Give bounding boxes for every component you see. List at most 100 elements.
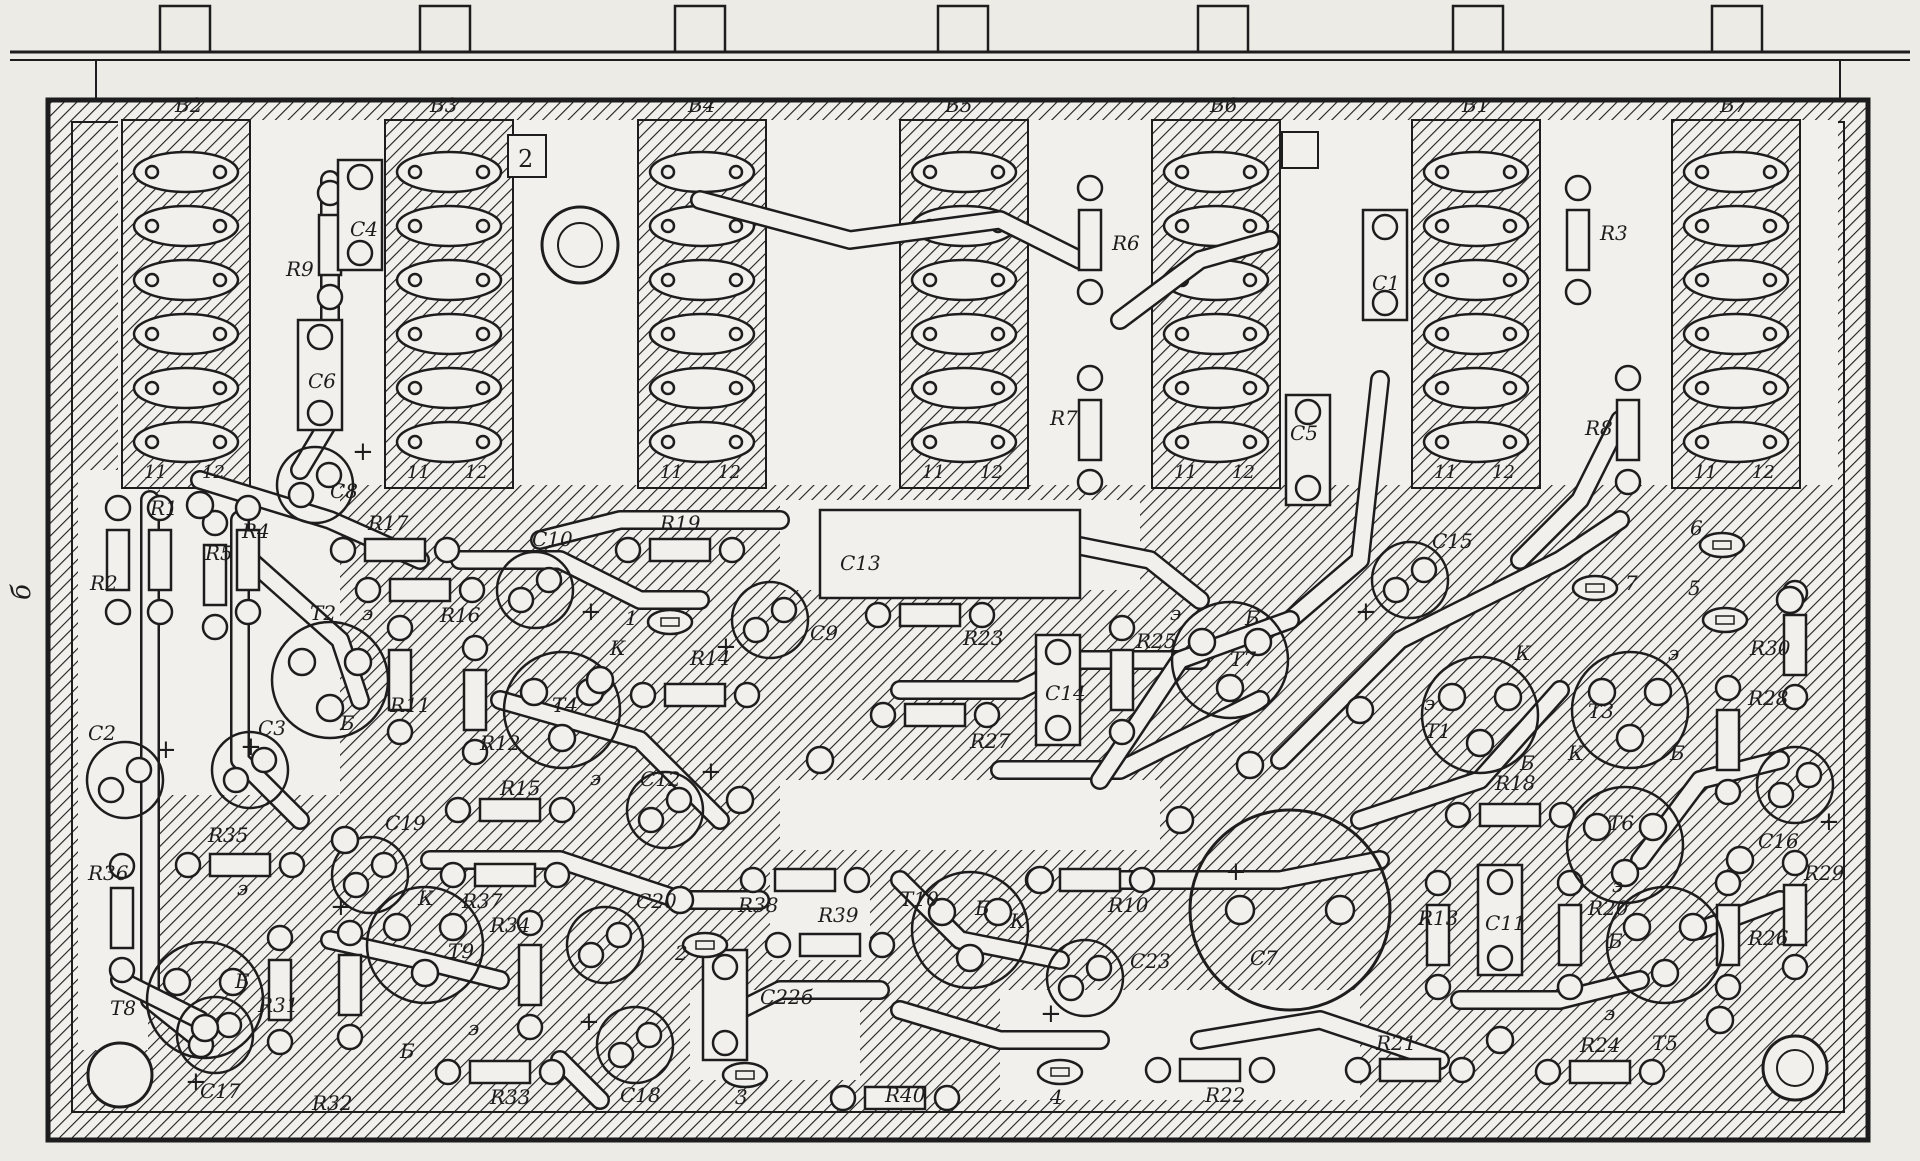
resistor-pad — [869, 701, 897, 729]
trace-fill-5 — [532, 512, 788, 548]
capacitor-pad — [1371, 289, 1399, 317]
pad-hole — [1242, 434, 1258, 450]
pin-mark-7: К — [1567, 741, 1584, 765]
capacitor-pad — [370, 851, 398, 879]
pin-mark-18: э — [468, 1016, 479, 1040]
resistor-r16 — [354, 576, 486, 604]
capacitor-label-c20: C20 — [636, 889, 677, 913]
pin-mark-6: Б — [1519, 751, 1535, 775]
terminal-slot-t7 — [1585, 583, 1605, 593]
resistor-r2 — [104, 494, 132, 626]
pin-mark-17: Б — [234, 969, 250, 993]
capacitor-c22б — [701, 948, 749, 1062]
capacitor-outline — [1188, 808, 1392, 1012]
capacitor-c18 — [595, 1005, 675, 1085]
pin-mark-27: + — [155, 735, 177, 765]
contact-pair-pad — [910, 258, 1018, 302]
pad-hole — [1694, 218, 1710, 234]
resistor-pad — [316, 283, 344, 311]
pad-hole — [728, 434, 744, 450]
capacitor-c9 — [730, 580, 810, 660]
resistor-pad — [1614, 364, 1642, 392]
trace-fill-23 — [1512, 412, 1628, 568]
contact-pair-pad — [1422, 204, 1530, 248]
pad-hole — [990, 272, 1006, 288]
resistor-body — [1109, 648, 1135, 712]
capacitor-pad — [306, 323, 334, 351]
terminal-label-t2: 2 — [674, 941, 688, 965]
resistor-r5 — [201, 509, 229, 641]
transistor-label-t9: T9 — [448, 939, 474, 963]
pad-hole — [1174, 326, 1190, 342]
pad-hole — [407, 272, 423, 288]
pad-hole — [728, 164, 744, 180]
sw-b7 — [1671, 119, 1801, 489]
via-pad-6 — [1485, 1025, 1515, 1055]
resistor-body — [1715, 903, 1741, 967]
capacitor-pad — [637, 806, 665, 834]
capacitor-c2 — [85, 740, 165, 820]
capacitor-outline — [625, 770, 705, 850]
transistor-label-t2: T2 — [310, 601, 336, 625]
transistor-pad — [1493, 682, 1523, 712]
pin-mark-13: К — [1009, 909, 1026, 933]
resistor-body — [208, 852, 272, 878]
pad-hole — [1762, 380, 1778, 396]
resistor-body — [898, 602, 962, 628]
pad-hole — [1242, 326, 1258, 342]
pad-hole — [407, 380, 423, 396]
pin-label-12: 12 — [718, 462, 741, 483]
pad-hole — [1434, 218, 1450, 234]
pad-hole — [990, 164, 1006, 180]
capacitor-pad — [605, 921, 633, 949]
capacitor-pad — [577, 941, 605, 969]
pin-mark-11: Б — [1244, 606, 1260, 630]
switch-label: В6 — [1209, 93, 1238, 117]
resistor-pad — [516, 909, 544, 937]
resistor-label-r17: R17 — [367, 511, 409, 535]
pin-mark-24: + — [715, 632, 737, 662]
resistor-pad — [1248, 1056, 1276, 1084]
capacitor-outline — [730, 580, 810, 660]
resistor-body — [648, 537, 712, 563]
transistor-pad — [315, 693, 345, 723]
switch-label: В4 — [687, 93, 715, 117]
pad-hole — [1694, 326, 1710, 342]
resistor-body — [903, 702, 967, 728]
capacitor-outline — [565, 905, 645, 985]
resistor-r35 — [174, 851, 306, 879]
pad-hole — [144, 218, 160, 234]
resistor-body — [1565, 208, 1591, 272]
transistor-pad — [1215, 673, 1245, 703]
resistor-label-r26: R26 — [1747, 926, 1789, 950]
resistor-label-r20: R20 — [1587, 896, 1629, 920]
via-pad-5 — [1165, 805, 1195, 835]
resistor-body — [235, 528, 261, 592]
trace-fill-9 — [552, 1052, 608, 1108]
via-pad-13 — [1345, 695, 1375, 725]
resistor-r36 — [108, 852, 136, 984]
resistor-label-r4: R4 — [241, 519, 270, 543]
pad-hole — [660, 164, 676, 180]
resistor-pad — [1564, 278, 1592, 306]
pad-hole — [144, 380, 160, 396]
resistor-pad — [444, 796, 472, 824]
numbered-box-label: 2 — [518, 145, 533, 173]
resistor-label-r12: R12 — [479, 731, 521, 755]
contact-pair-pad — [648, 258, 756, 302]
via-pad-8 — [1775, 585, 1805, 615]
pin-mark-9: Б — [1669, 741, 1685, 765]
contact-pair-pad — [395, 258, 503, 302]
contact-pair-pad — [1162, 312, 1270, 356]
components-layer — [85, 158, 1835, 1112]
pad-hole — [1434, 272, 1450, 288]
resistor-pad — [1556, 973, 1584, 1001]
pad-hole — [144, 326, 160, 342]
resistor-r12 — [461, 634, 489, 766]
resistor-pad — [1781, 849, 1809, 877]
large-round-pad-hole — [557, 222, 603, 268]
bare-area-4 — [780, 780, 1160, 850]
capacitor-c20 — [565, 905, 645, 985]
capacitor-c13 — [818, 508, 1082, 600]
capacitor-outline — [210, 730, 290, 810]
